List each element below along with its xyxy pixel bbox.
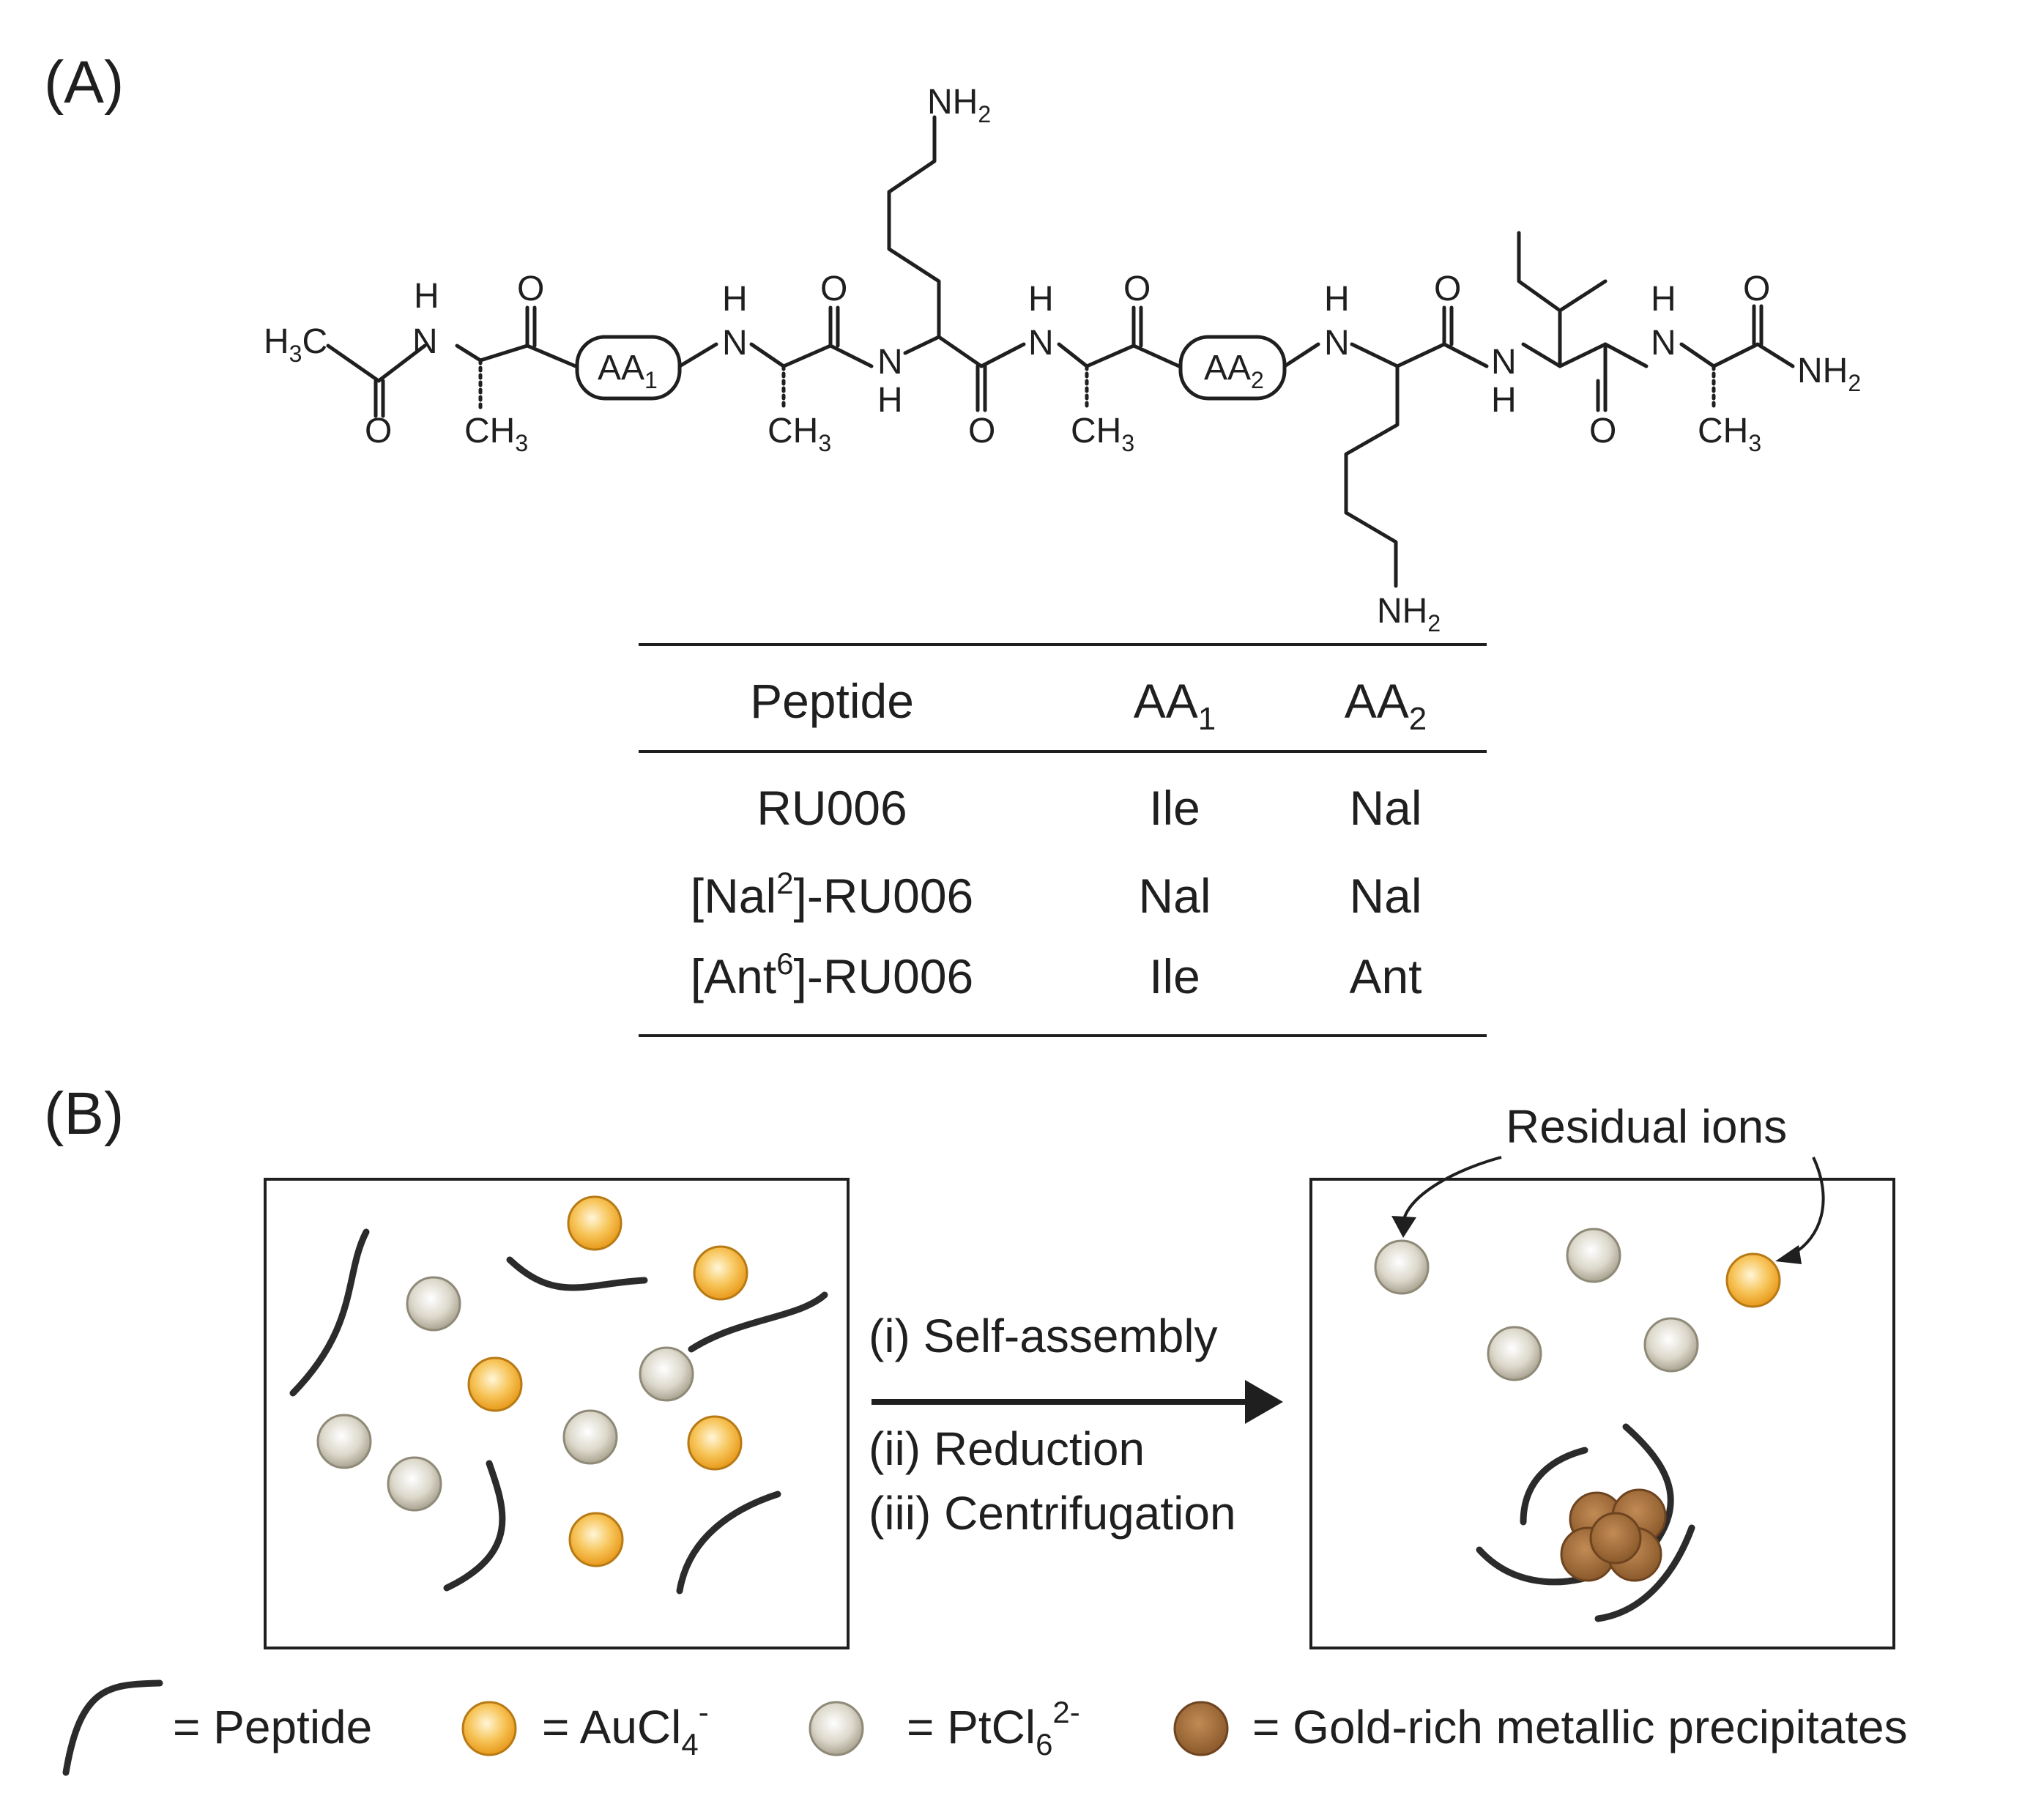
arrow-head-icon xyxy=(1391,1216,1416,1238)
legend-gold: = AuCl4- xyxy=(542,1695,709,1762)
platinum-ion xyxy=(316,1414,372,1469)
peptide-chain xyxy=(1520,1447,1588,1526)
h-label-1: H xyxy=(414,277,439,316)
row1-aa1: Ile xyxy=(1149,781,1200,835)
header-peptide: Peptide xyxy=(750,674,914,728)
gold-ion xyxy=(467,1356,523,1412)
platinum-ion xyxy=(562,1409,618,1465)
peptide-chain xyxy=(1622,1423,1674,1556)
nh2-bottom: NH2 xyxy=(1377,592,1441,636)
platinum-ion xyxy=(1643,1317,1699,1373)
ch3-label-1: CH3 xyxy=(464,412,528,456)
n-label-6: N xyxy=(1491,343,1517,382)
legend-precipitate: = Gold-rich metallic precipitates xyxy=(1252,1701,1908,1753)
row3-aa1: Ile xyxy=(1149,949,1200,1003)
o-label-2: O xyxy=(517,270,544,308)
legend-peptide: = Peptide xyxy=(173,1701,372,1753)
gold-ion xyxy=(568,1512,624,1567)
n-label-4: N xyxy=(1028,324,1054,363)
h-label-2: H xyxy=(722,280,748,319)
legend-platinum: = PtCl62- xyxy=(907,1695,1080,1762)
aa2-label: AA2 xyxy=(1204,349,1264,393)
gold-ion xyxy=(567,1195,623,1251)
o-label-5: O xyxy=(1123,270,1151,308)
row1-peptide: RU006 xyxy=(757,781,907,835)
h3c-label: H3C xyxy=(264,322,327,367)
peptide-chain xyxy=(688,1291,828,1353)
arrow-head-icon xyxy=(1245,1380,1283,1424)
platinum-ion xyxy=(1487,1326,1542,1381)
peptide-chain xyxy=(1594,1524,1695,1622)
legend-platinum-icon xyxy=(809,1701,864,1756)
peptide-chain xyxy=(289,1228,370,1397)
legend-gold-icon xyxy=(461,1701,517,1756)
residual-arrow-right xyxy=(1791,1157,1825,1255)
row3-aa2: Ant xyxy=(1349,949,1421,1003)
n-label-1: N xyxy=(412,322,438,361)
n-label-3: N xyxy=(877,343,903,382)
row2-aa2: Nal xyxy=(1349,869,1421,923)
platinum-ion xyxy=(1374,1239,1430,1295)
o-label-6: O xyxy=(1434,270,1461,308)
gold-ion xyxy=(687,1415,743,1471)
platinum-ion xyxy=(639,1346,694,1402)
after-contents xyxy=(1374,1228,1781,1622)
residual-ions-label: Residual ions xyxy=(1506,1100,1787,1153)
nh2-top: NH2 xyxy=(927,83,991,127)
h-label-7: H xyxy=(1651,280,1676,319)
legend: = Peptide = AuCl4- = PtCl62- = Gold-rich… xyxy=(62,1679,1908,1776)
o-label-8: O xyxy=(1743,270,1770,308)
peptide-chain xyxy=(443,1460,506,1592)
row2-aa1: Nal xyxy=(1138,869,1211,923)
step-reduction: (ii) Reduction xyxy=(869,1422,1145,1475)
ch3-label-3: CH3 xyxy=(1071,412,1134,456)
legend-peptide-icon xyxy=(62,1679,163,1776)
gold-ion xyxy=(693,1245,748,1301)
platinum-ion xyxy=(1566,1228,1621,1283)
before-box xyxy=(264,1178,850,1649)
h-label-5: H xyxy=(1324,280,1350,319)
platinum-ion xyxy=(387,1456,442,1512)
row1-aa2: Nal xyxy=(1349,781,1421,835)
legend-precipitate-icon xyxy=(1173,1701,1229,1756)
header-aa2: AA2 xyxy=(1345,674,1427,737)
peptide-chain xyxy=(676,1491,781,1595)
n-label-2: N xyxy=(722,324,748,363)
row3-peptide: [Ant6]-RU006 xyxy=(691,946,974,1003)
arrow-head-icon xyxy=(1775,1245,1802,1264)
precipitate-particle xyxy=(1589,1512,1642,1564)
panel-a-label: (A) xyxy=(44,49,124,116)
o-label-4: O xyxy=(968,412,995,450)
n-label-7: N xyxy=(1651,324,1676,363)
gold-ion xyxy=(1725,1252,1781,1308)
n-label-5: N xyxy=(1324,324,1350,363)
o-label-3: O xyxy=(820,270,847,308)
after-box xyxy=(1309,1178,1895,1649)
step-self-assembly: (i) Self-assembly xyxy=(869,1310,1218,1362)
step-centrifugation: (iii) Centrifugation xyxy=(869,1487,1236,1540)
before-contents xyxy=(289,1195,828,1595)
ch3-label-2: CH3 xyxy=(768,412,831,456)
nh2-right: NH2 xyxy=(1797,352,1861,396)
residual-arrow-left xyxy=(1402,1156,1502,1222)
h-label-6: H xyxy=(1491,381,1517,420)
h-label-3: H xyxy=(877,381,903,420)
aa1-label: AA1 xyxy=(598,349,658,393)
h-label-4: H xyxy=(1028,280,1054,319)
header-aa1: AA1 xyxy=(1134,674,1216,737)
o-label-7: O xyxy=(1589,412,1616,450)
platinum-ion xyxy=(406,1276,461,1332)
panel-b-label: (B) xyxy=(44,1080,124,1147)
row2-peptide: [Nal2]-RU006 xyxy=(691,866,974,923)
peptide-table: Peptide AA1 AA2 RU006 Ile Nal [Nal2]-RU0… xyxy=(639,643,1487,1037)
ch3-label-4: CH3 xyxy=(1698,412,1761,456)
peptide-structure: NH2 H3C H N O O CH3 AA1 H N CH3 O N H O … xyxy=(264,83,1861,636)
peptide-chain xyxy=(506,1256,648,1291)
o-label-1: O xyxy=(365,412,392,450)
